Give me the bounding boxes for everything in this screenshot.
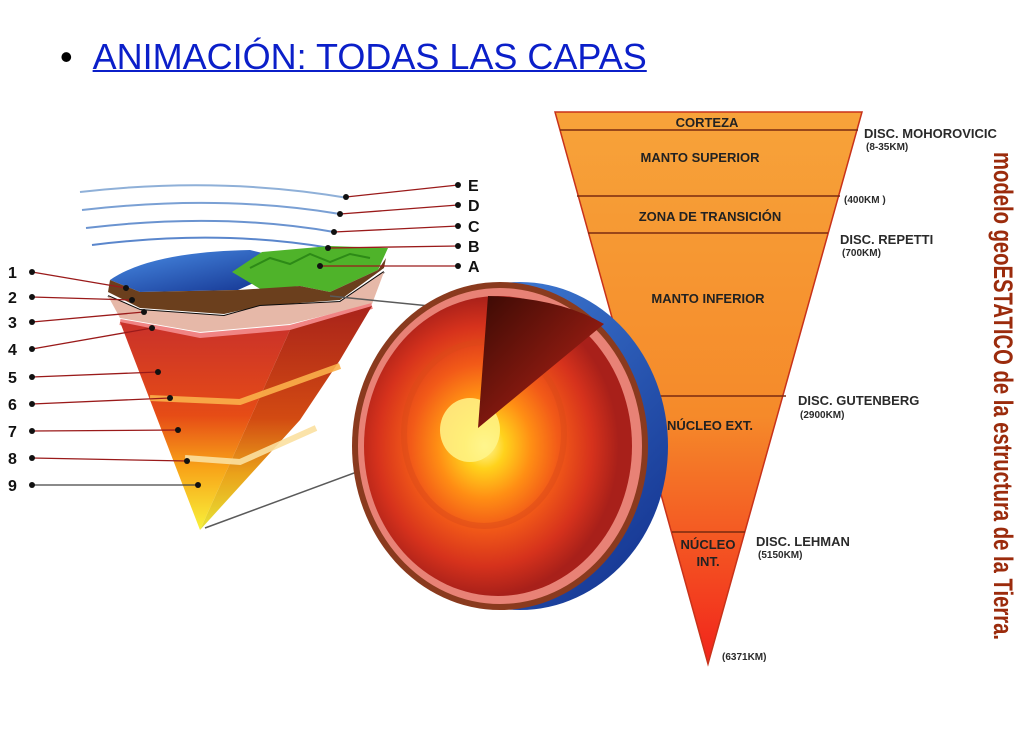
wedge-front-face [120, 322, 290, 530]
depth-lehman: (5150KM) [758, 550, 802, 561]
disc-repetti: DISC. REPETTI [840, 232, 933, 247]
depth-mohorovicic: (8-35KM) [866, 142, 908, 153]
asthenosphere-line [119, 303, 373, 340]
slide-title: • ANIMACIÓN: TODAS LAS CAPAS [60, 36, 647, 78]
label-1: 1 [8, 265, 17, 282]
letter-labels: E D C B A [468, 178, 480, 276]
layer-corteza: CORTEZA [676, 115, 739, 130]
bullet: • [60, 36, 73, 77]
sphere-cut-slice [478, 296, 604, 428]
atmosphere-arc-e [79, 184, 349, 199]
wedge-side-face [200, 306, 372, 530]
depth-gutenberg: (2900KM) [800, 410, 844, 421]
upper-mantle-band [108, 272, 384, 332]
label-e: E [468, 178, 479, 195]
crust-layer [108, 248, 388, 314]
layer-manto-superior: MANTO SUPERIOR [641, 150, 761, 165]
layer-nucleo-ext: NÚCLEO EXT. [667, 418, 753, 433]
layer-zona-transicion: ZONA DE TRANSICIÓN [639, 209, 782, 224]
label-b: B [468, 239, 480, 256]
label-c: C [468, 219, 480, 236]
title-link[interactable]: ANIMACIÓN: TODAS LAS CAPAS [92, 36, 647, 77]
vertical-title: modelo geoESTATICO de la estructura de l… [988, 152, 1018, 640]
label-a: A [468, 259, 480, 276]
label-4: 4 [8, 342, 17, 359]
label-2: 2 [8, 290, 17, 307]
letter-dots [317, 182, 461, 269]
layer-nucleo-int-1: NÚCLEO [681, 537, 736, 552]
wedge-band-8 [184, 425, 318, 466]
letter-leaders [320, 184, 459, 267]
depth-transition: (400KM ) [844, 195, 886, 206]
number-leaders [31, 271, 198, 486]
label-9: 9 [8, 478, 17, 495]
depth-center: (6371KM) [722, 652, 766, 663]
disc-lehman: DISC. LEHMAN [756, 534, 850, 549]
number-labels: 1 2 3 4 5 6 7 8 9 [8, 265, 17, 495]
label-6: 6 [8, 397, 17, 414]
label-7: 7 [8, 424, 17, 441]
depth-repetti: (700KM) [842, 248, 881, 259]
sphere-interior [364, 296, 632, 596]
atmosphere-arc-b [91, 236, 331, 249]
disc-mohorovicic: DISC. MOHOROVICIC [864, 126, 998, 141]
layer-nucleo-int-2: INT. [696, 554, 719, 569]
atmosphere-arc-c [85, 219, 335, 233]
disc-gutenberg: DISC. GUTENBERG [798, 393, 919, 408]
wedge-band-6 [149, 363, 342, 406]
label-8: 8 [8, 451, 17, 468]
number-dots [29, 269, 201, 488]
layer-manto-inferior: MANTO INFERIOR [651, 291, 765, 306]
depth-cone: CORTEZA MANTO SUPERIOR ZONA DE TRANSICIÓ… [554, 111, 998, 667]
earth-sphere [352, 282, 668, 610]
label-d: D [468, 198, 480, 215]
land-texture [249, 252, 371, 269]
cutaway-wedge: 1 2 3 4 5 6 7 8 9 E D C [8, 178, 531, 530]
label-5: 5 [8, 370, 17, 387]
label-3: 3 [8, 315, 17, 332]
atmosphere-arc-d [81, 201, 341, 215]
sphere-inner-ring [401, 339, 567, 529]
